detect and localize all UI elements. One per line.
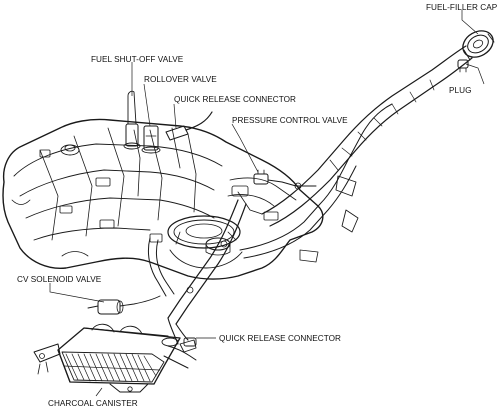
label-rollover-valve: ROLLOVER VALVE xyxy=(144,75,217,84)
label-charcoal-canister: CHARCOAL CANISTER xyxy=(48,399,138,408)
label-quick-release-connector-top: QUICK RELEASE CONNECTOR xyxy=(174,95,296,104)
evap-hoses xyxy=(147,45,473,345)
pressure-control-valve-part xyxy=(253,169,269,185)
label-pressure-control-valve: PRESSURE CONTROL VALVE xyxy=(232,116,348,125)
leader-lines xyxy=(49,10,485,397)
cv-solenoid-valve-part xyxy=(87,295,161,315)
rollover-valve-part xyxy=(141,125,161,154)
quick-release-connector-top-part xyxy=(165,111,213,141)
fuel-shutoff-valve-part xyxy=(123,90,141,150)
fuel-filler-cap-part xyxy=(462,30,495,61)
fuel-tank xyxy=(2,118,324,280)
label-cv-solenoid-valve: CV SOLENOID VALVE xyxy=(17,275,102,284)
charcoal-canister-part xyxy=(33,323,197,393)
label-plug: PLUG xyxy=(449,86,472,95)
plug-part xyxy=(457,59,469,73)
labels: FUEL-FILLER CAP PLUG FUEL SHUT-OFF VALVE… xyxy=(17,3,498,408)
label-fuel-shutoff-valve: FUEL SHUT-OFF VALVE xyxy=(91,55,184,64)
label-quick-release-connector-bottom: QUICK RELEASE CONNECTOR xyxy=(219,334,341,343)
label-fuel-filler-cap: FUEL-FILLER CAP xyxy=(426,3,498,12)
